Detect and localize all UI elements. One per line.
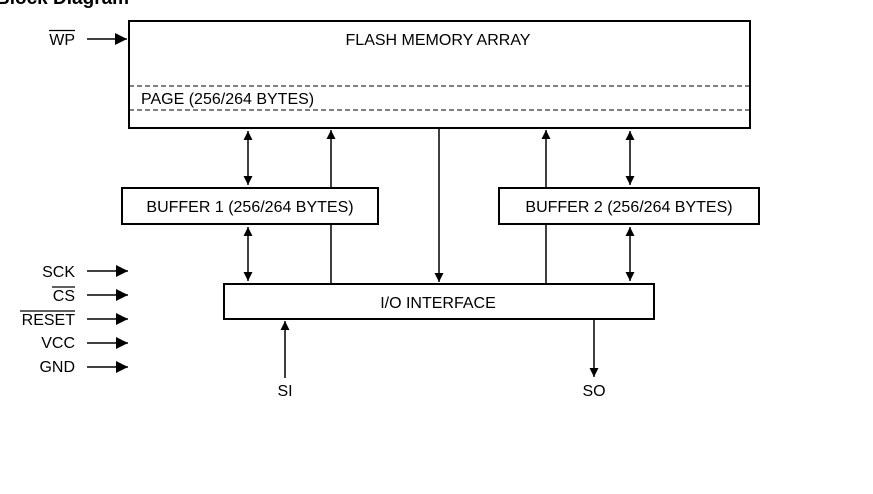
pin-wp: WP <box>49 29 127 49</box>
pin-reset: RESET <box>20 310 128 329</box>
pin-vcc: VCC <box>41 335 128 352</box>
buffer-1-block: BUFFER 1 (256/264 BYTES) <box>121 187 379 225</box>
pin-sck: SCK <box>42 264 128 281</box>
io-interface-label: I/O INTERFACE <box>380 295 496 312</box>
pin-gnd: GND <box>39 359 128 376</box>
pin-wp-label: WP <box>49 32 75 49</box>
io-interface-box <box>223 283 655 320</box>
buffer-2-label: BUFFER 2 (256/264 BYTES) <box>525 199 732 216</box>
pin-reset-label: RESET <box>22 312 76 329</box>
buffer-2-box <box>498 187 760 225</box>
pin-cs: CS <box>52 286 128 305</box>
pin-cs-label: CS <box>53 288 75 305</box>
page-label: PAGE (256/264 BYTES) <box>141 91 314 108</box>
buffer-1-label: BUFFER 1 (256/264 BYTES) <box>146 199 353 216</box>
pin-so-label: SO <box>582 383 605 400</box>
io-interface-block: I/O INTERFACE <box>223 283 655 320</box>
buffer-2-block: BUFFER 2 (256/264 BYTES) <box>498 187 760 225</box>
flash-memory-array-box <box>128 20 751 129</box>
pin-sck-label: SCK <box>42 264 75 281</box>
flash-memory-array-block: FLASH MEMORY ARRAY PAGE (256/264 BYTES) <box>128 20 751 129</box>
diagram-title: Block Diagram <box>0 0 129 9</box>
pin-si-label: SI <box>277 383 292 400</box>
flash-memory-array-label: FLASH MEMORY ARRAY <box>346 32 531 49</box>
pin-gnd-label: GND <box>39 359 75 376</box>
pin-vcc-label: VCC <box>41 335 75 352</box>
pin-so: SO <box>582 319 606 400</box>
pin-si: SI <box>277 321 293 400</box>
buffer-1-box <box>121 187 379 225</box>
